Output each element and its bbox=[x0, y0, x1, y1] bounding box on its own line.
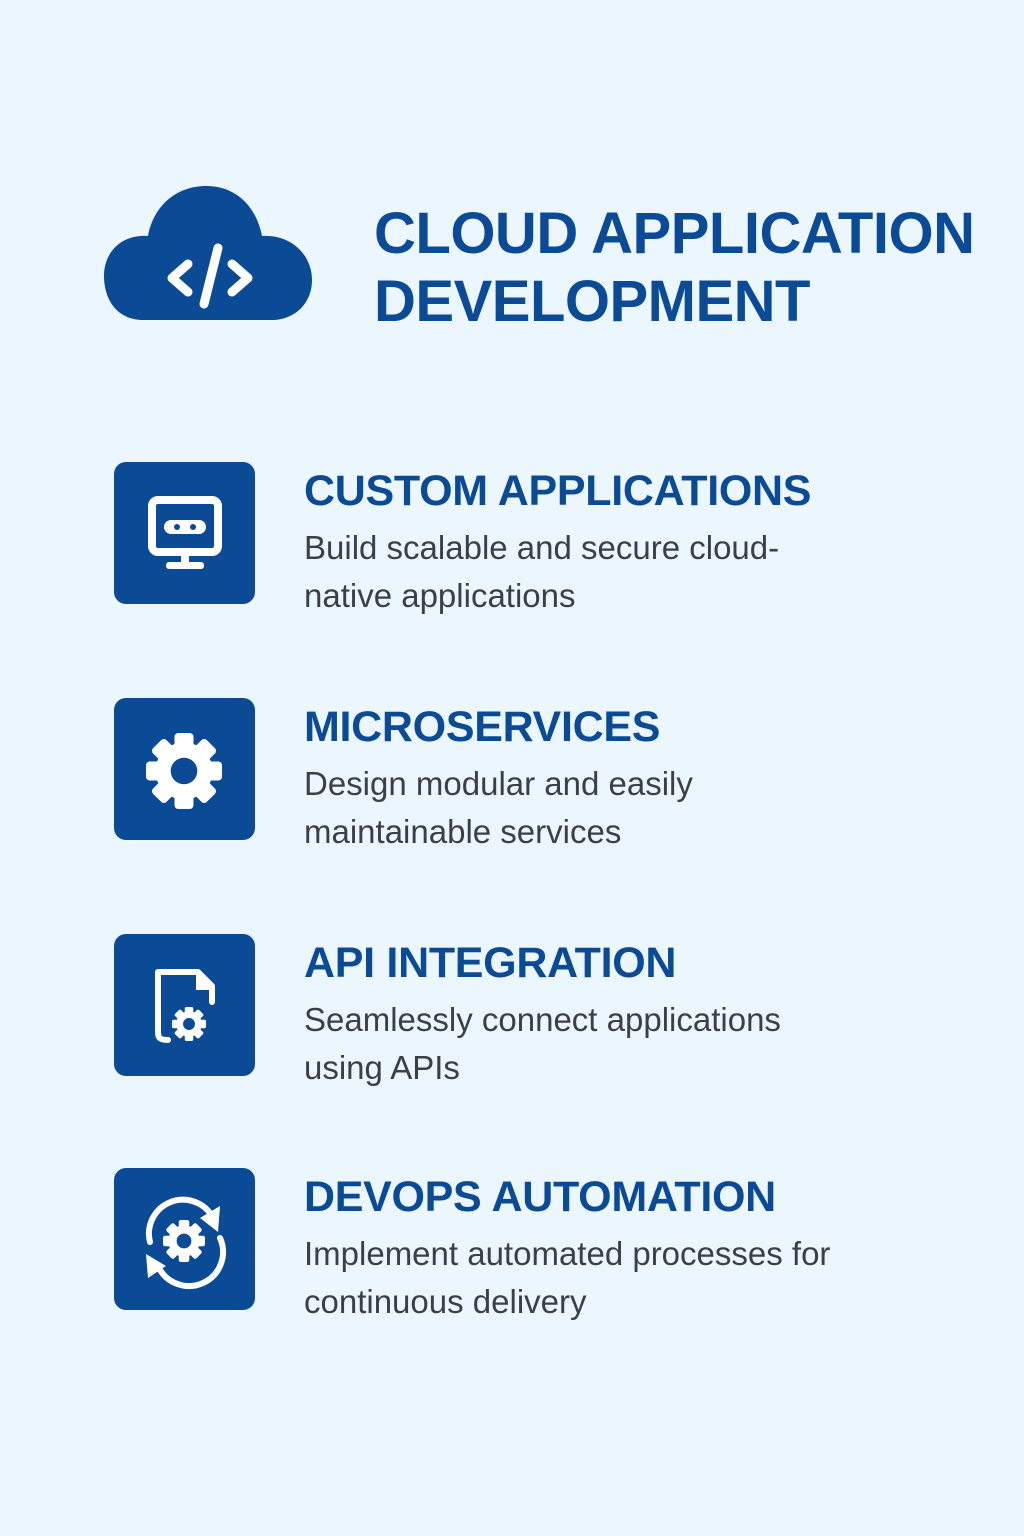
document-gear-icon bbox=[114, 934, 255, 1076]
service-item-custom-applications: CUSTOM APPLICATIONS Build scalable and s… bbox=[114, 462, 914, 614]
item-title: API INTEGRATION bbox=[304, 939, 677, 987]
title-line-2: DEVELOPMENT bbox=[374, 269, 811, 334]
service-item-api-integration: API INTEGRATION Seamlessly connect appli… bbox=[114, 934, 914, 1086]
item-title: MICROSERVICES bbox=[304, 703, 661, 751]
monitor-icon bbox=[114, 462, 255, 604]
item-title: DEVOPS AUTOMATION bbox=[304, 1173, 776, 1221]
service-item-devops-automation: DEVOPS AUTOMATION Implement automated pr… bbox=[114, 1168, 914, 1320]
title-line-1: CLOUD APPLICATION bbox=[374, 201, 975, 266]
item-description: Build scalable and secure cloud-native a… bbox=[304, 529, 780, 614]
item-title: CUSTOM APPLICATIONS bbox=[304, 467, 812, 515]
item-description: Seamlessly connect applications using AP… bbox=[304, 1001, 781, 1086]
item-description: Design modular and easily maintainable s… bbox=[304, 765, 693, 850]
gear-icon bbox=[114, 698, 255, 840]
page-title: CLOUD APPLICATION DEVELOPMENT bbox=[374, 200, 975, 336]
refresh-gear-icon bbox=[114, 1168, 255, 1310]
item-description: Implement automated processes for contin… bbox=[304, 1235, 831, 1320]
service-item-microservices: MICROSERVICES Design modular and easily … bbox=[114, 698, 914, 850]
cloud-code-icon bbox=[104, 186, 312, 320]
